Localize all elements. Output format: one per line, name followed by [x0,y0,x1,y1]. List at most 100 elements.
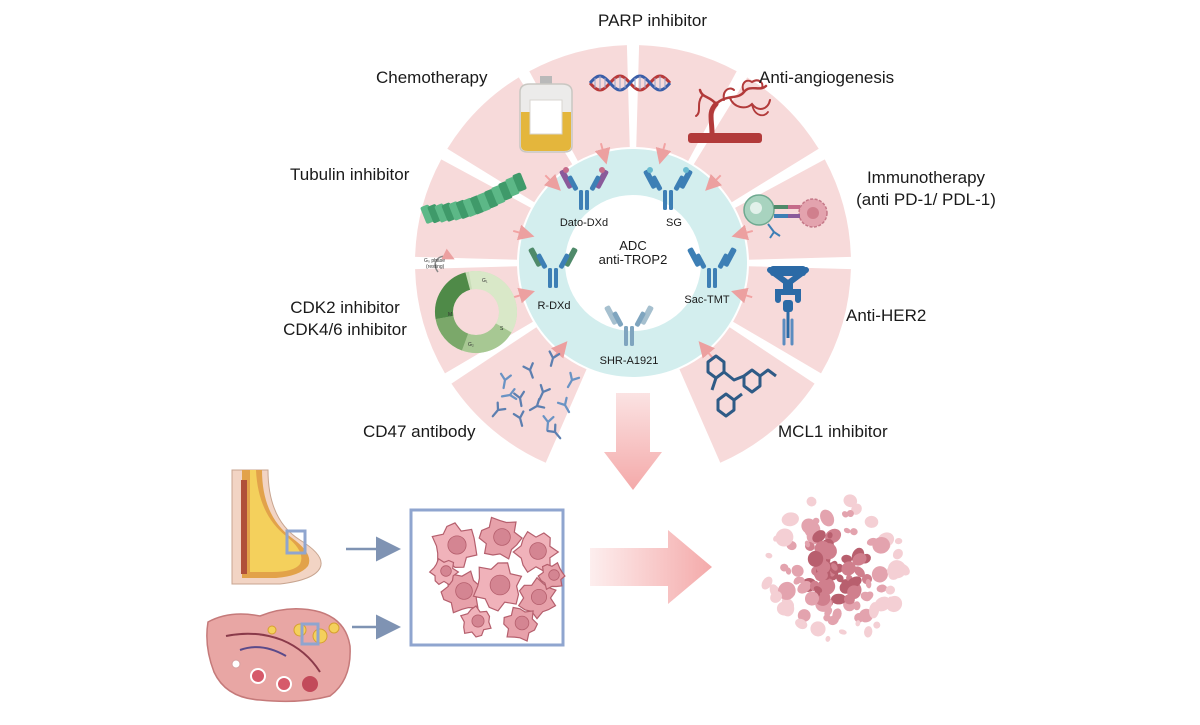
therapy-label-mcl1: MCL1 inhibitor [778,422,888,441]
iv-bag-icon [519,76,573,153]
right-arrow [590,530,712,604]
cd47-antibody [512,410,525,427]
adc-ring-hole [565,195,701,331]
tumor-fragment [841,561,856,576]
tumor-fragment [855,620,861,627]
tumor-fragment [847,585,861,600]
therapy-sector [529,45,630,161]
tubulin-segment [420,204,435,224]
chemical-structure-icon [706,354,777,418]
antibody-group [528,167,737,346]
cd47-antibody-cluster [491,350,581,440]
tumor-fragment [791,564,804,577]
tumor-fragment [860,591,872,602]
tumor-cell-nucleus [514,615,530,631]
tumor-fragment [820,543,837,560]
antibody-dato-dxd [559,167,609,210]
cell-cycle-s-label: S [500,326,504,332]
tumor-fragment [804,540,810,548]
tumor-fragment [825,635,831,642]
tubulin-segment [434,203,449,223]
tumor-fragment [786,588,796,597]
antibody-sac-tmt [687,247,737,288]
therapy-label-cdk-line1: CDK2 inhibitor [290,298,400,317]
tumor-fragment [798,576,805,584]
tumor-fragment [851,503,862,515]
tumor-fragment [854,613,864,623]
adc-label-sac-tmt: Sac-TMT [684,294,730,306]
adc-label-dato-dxd: Dato-DXd [560,217,608,229]
cell-cycle-g1-label: G₁ [482,278,488,284]
cd47-antibody [499,372,512,390]
connector-arrow [594,142,611,165]
blood-vessel-icon [688,79,771,143]
tumor-fragment [812,530,826,543]
connector-arrow [655,142,672,165]
tubulin-segment [498,181,513,201]
tumor-fragment [852,553,867,566]
therapy-sector [735,159,851,260]
tumor-fragment [841,554,853,564]
tubulin-segment [477,192,492,212]
tumor-fragment [864,515,879,528]
tumor-fragment [876,584,887,593]
therapy-label-immunotherapy-line2: (anti PD-1/ PDL-1) [856,190,996,209]
tumor-cell-cluster [428,516,566,642]
tumor-fragment [864,626,873,638]
tumor-fragment [775,528,794,547]
cell-cycle-g2-label: G₂ [468,342,474,348]
tumor-fragment [815,570,828,582]
tumor-fragment [825,616,832,621]
tubulin-segment [484,189,499,209]
therapy-sector [679,327,815,463]
tumor-fragment [807,550,824,567]
tumor-fragment [894,537,903,545]
tumor-cell-nucleus [440,565,452,577]
connector-arrows [512,142,754,359]
therapy-label-cdk-line2: CDK4/6 inhibitor [283,320,407,339]
therapy-sector-ring [415,45,851,463]
connector-arrow [705,173,723,191]
tumor-cell-nucleus [455,582,473,600]
disrupted-tumor-icon [761,494,910,642]
tumor-cell-nucleus [531,589,548,606]
therapy-label-chemotherapy: Chemotherapy [376,68,488,87]
tubulin-segment [455,199,470,219]
connector-arrow [513,287,535,304]
tubulin-segment [505,177,520,196]
antibody-r-dxd [528,247,578,288]
tubulin-segment [470,195,485,215]
ovary-anatomy-icon [206,608,351,703]
therapy-label-cdk: CDK2 inhibitor CDK4/6 inhibitor [270,297,420,341]
dna-icon [588,74,672,92]
tumor-cell-nucleus [548,569,560,581]
tumor-fragment [873,621,881,629]
tumor-fragment [820,509,835,527]
tumor-fragment [797,581,812,594]
therapy-sector [447,77,573,203]
adc-label-r-dxd: R-DXd [537,300,570,312]
therapy-label-tubulin: Tubulin inhibitor [290,165,410,184]
cell-cycle-m-label: M [448,312,452,318]
connector-arrow [731,287,753,304]
tumor-fragment [835,563,844,573]
tumor-fragment [874,596,891,612]
cd47-antibody [491,401,507,418]
connector-arrow [543,173,561,191]
cd47-antibody [556,396,571,414]
down-arrow [604,393,662,490]
tumor-fragment [801,518,817,534]
microtubule-icon [420,172,527,224]
tubulin-segment [441,202,456,222]
tumor-fragment [841,511,849,518]
therapy-label-immunotherapy: Immunotherapy (anti PD-1/ PDL-1) [846,167,1006,211]
tumor-fragment [865,579,872,589]
tumor-fragment [892,548,903,560]
tumor-fragment [853,601,861,611]
cell-cycle-icon: G₀ phase (resting) G₁ S G₂ M [424,248,517,353]
immune-synapse-icon [743,194,828,239]
tumor-fragment [850,528,858,536]
her2-receptor-icon [767,266,809,346]
tubulin-segment [512,172,527,192]
